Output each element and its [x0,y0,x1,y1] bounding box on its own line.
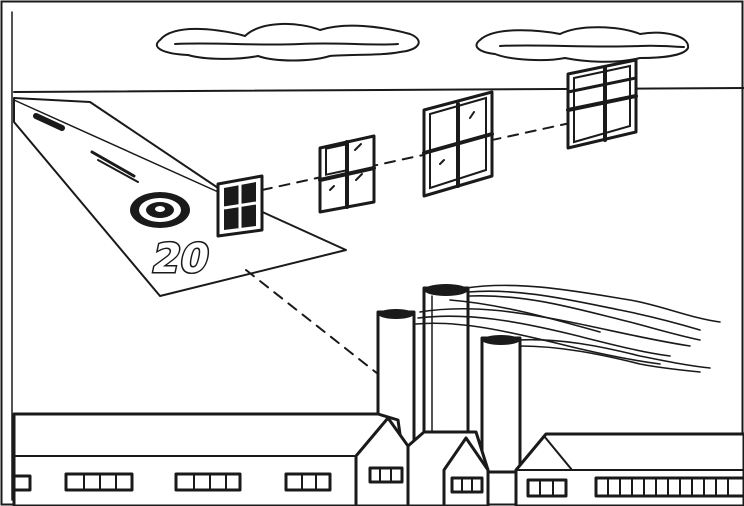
cloud-left [155,23,420,62]
cloud-right [475,26,689,63]
window-panel-4 [566,58,638,150]
touchdown-target [130,192,190,228]
centerline-dash [90,150,136,178]
factory-windows-left [12,472,332,492]
centerline-dash [33,113,65,131]
factory-building-left [12,412,420,506]
smoke-trails [415,284,721,373]
centerline-dash [97,159,139,183]
runway-number: 20 [148,234,214,281]
sight-line-lower [245,269,379,375]
window-panel-1 [216,174,264,238]
window-panel-2 [318,134,376,214]
window-panel-3 [422,90,494,198]
factory-building-middle [406,430,490,506]
factory-building-right [513,432,744,506]
